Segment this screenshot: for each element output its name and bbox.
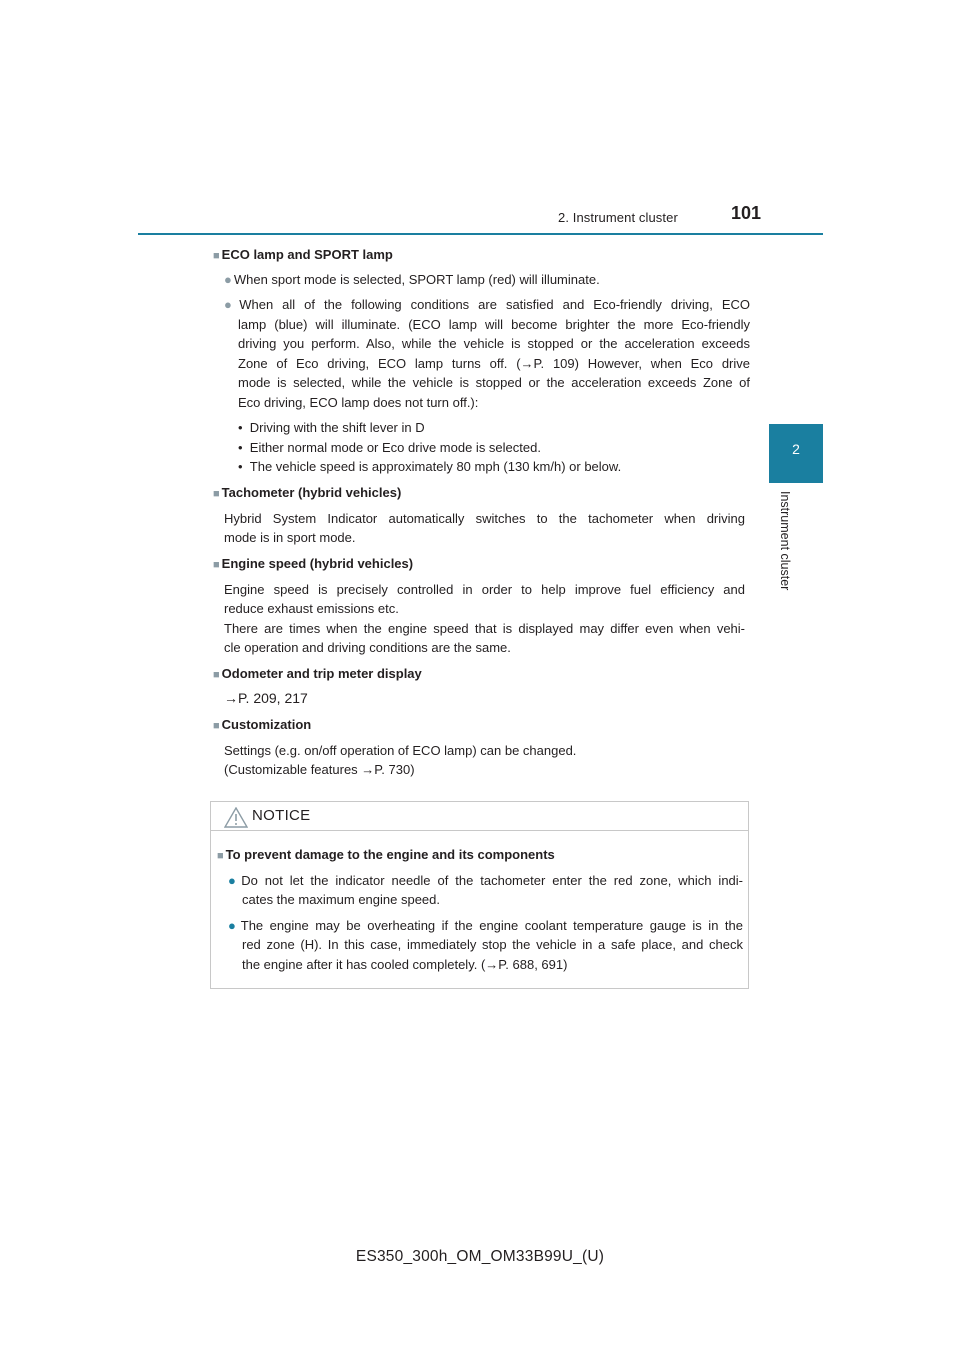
square-bullet-icon: ■	[217, 850, 224, 862]
eco-sub-item: • Either normal mode or Eco drive mode i…	[238, 440, 541, 455]
engine-speed-text: Engine speed is precisely controlled in …	[224, 582, 745, 597]
eco-bullet-2: ●When all of the following conditions ar…	[224, 297, 750, 312]
eco-lamp-heading: ■ECO lamp and SPORT lamp	[213, 245, 393, 267]
eco-bullet-2-line: driving you perform. Also, while the veh…	[238, 336, 750, 351]
notice-bullet-2-line: red zone (H). In this case, immediately …	[242, 937, 743, 952]
eco-bullet-2-line: Eco driving, ECO lamp does not turn off.…	[238, 395, 479, 410]
engine-speed-heading: ■Engine speed (hybrid vehicles)	[213, 556, 414, 571]
eco-sub-item: • Driving with the shift lever in D	[238, 420, 425, 435]
notice-bullet-2-line: the engine after it has cooled completel…	[242, 957, 568, 972]
odometer-heading: ■Odometer and trip meter display	[213, 666, 422, 681]
customization-text: Settings (e.g. on/off operation of ECO l…	[224, 743, 577, 758]
odometer-ref: →P. 209, 217	[224, 690, 308, 706]
square-bullet-icon: ■	[213, 559, 220, 571]
notice-header-bar	[210, 801, 749, 831]
tachometer-text: mode is in sport mode.	[224, 530, 356, 545]
tachometer-text: Hybrid System Indicator automatically sw…	[224, 511, 745, 526]
round-bullet-icon: ●	[224, 272, 232, 287]
page-number: 101	[731, 203, 762, 223]
engine-speed-text: cle operation and driving conditions are…	[224, 640, 511, 655]
engine-speed-text: There are times when the engine speed th…	[224, 621, 745, 636]
notice-box	[210, 801, 749, 989]
notice-bullet-1: ●Do not let the indicator needle of the …	[228, 873, 743, 888]
square-bullet-icon: ■	[213, 720, 220, 732]
notice-bullet-1-line: cates the maximum engine speed.	[242, 892, 440, 907]
eco-bullet-2-line: lamp (blue) will illuminate. (ECO lamp w…	[238, 317, 750, 332]
notice-bullet-2: ●The engine may be overheating if the en…	[228, 918, 743, 933]
round-bullet-icon: ●	[224, 297, 238, 312]
square-bullet-icon: ■	[213, 669, 220, 681]
round-bullet-icon: ●	[228, 918, 239, 933]
customization-text: (Customizable features →P. 730)	[224, 762, 415, 777]
warning-triangle-icon	[224, 807, 248, 828]
eco-sub-item: • The vehicle speed is approximately 80 …	[238, 459, 622, 474]
chapter-number: 2	[792, 441, 800, 457]
eco-bullet-2-line: mode is selected, while the vehicle is s…	[238, 375, 750, 390]
tachometer-heading: ■Tachometer (hybrid vehicles)	[213, 485, 402, 500]
engine-speed-text: reduce exhaust emissions etc.	[224, 601, 399, 616]
square-bullet-icon: ■	[213, 488, 220, 500]
notice-label: NOTICE	[252, 807, 311, 824]
eco-lamp-title: ECO lamp and SPORT lamp	[221, 247, 393, 262]
notice-heading: ■To prevent damage to the engine and its…	[217, 847, 555, 862]
eco-bullet-1: ●When sport mode is selected, SPORT lamp…	[224, 272, 600, 287]
chapter-tab: 2	[769, 424, 823, 483]
chapter-title-vertical: Instrument cluster	[778, 491, 792, 591]
running-section-title: 2. Instrument cluster	[558, 210, 678, 225]
square-bullet-icon: ■	[213, 250, 220, 262]
header-rule	[138, 233, 823, 235]
document-code: ES350_300h_OM_OM33B99U_(U)	[355, 1248, 605, 1265]
eco-bullet-2-line: Zone of Eco driving, ECO lamp turns off.…	[238, 356, 750, 371]
customization-heading: ■Customization	[213, 717, 312, 732]
round-bullet-icon: ●	[228, 873, 240, 888]
